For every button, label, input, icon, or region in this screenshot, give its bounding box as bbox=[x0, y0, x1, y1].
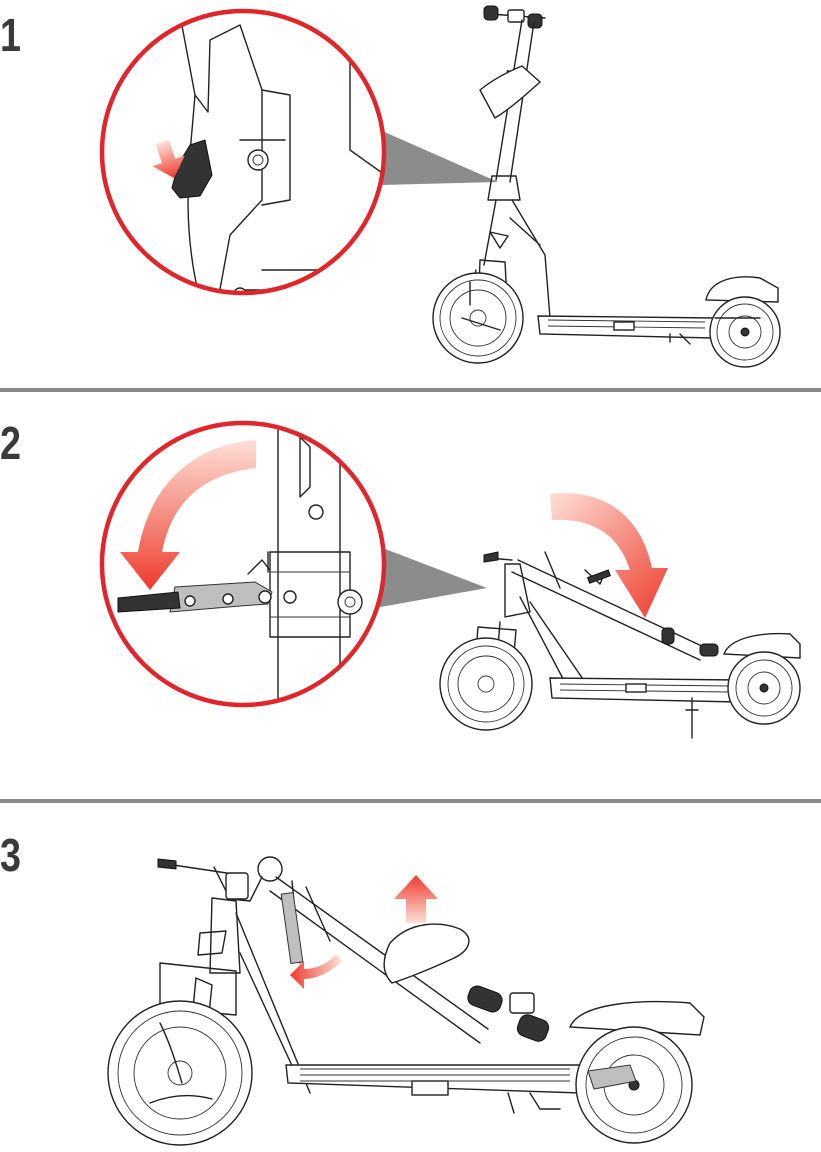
step-3-panel bbox=[0, 803, 821, 1152]
scooter-upright bbox=[433, 6, 780, 367]
step-1-panel bbox=[0, 0, 821, 390]
step-2-panel bbox=[0, 392, 821, 800]
scooter-folding bbox=[440, 552, 800, 738]
arrow-up-icon bbox=[394, 875, 438, 923]
callout-wedge bbox=[380, 547, 487, 607]
fold-arrow-icon bbox=[550, 493, 668, 618]
callout-wedge bbox=[380, 130, 498, 185]
